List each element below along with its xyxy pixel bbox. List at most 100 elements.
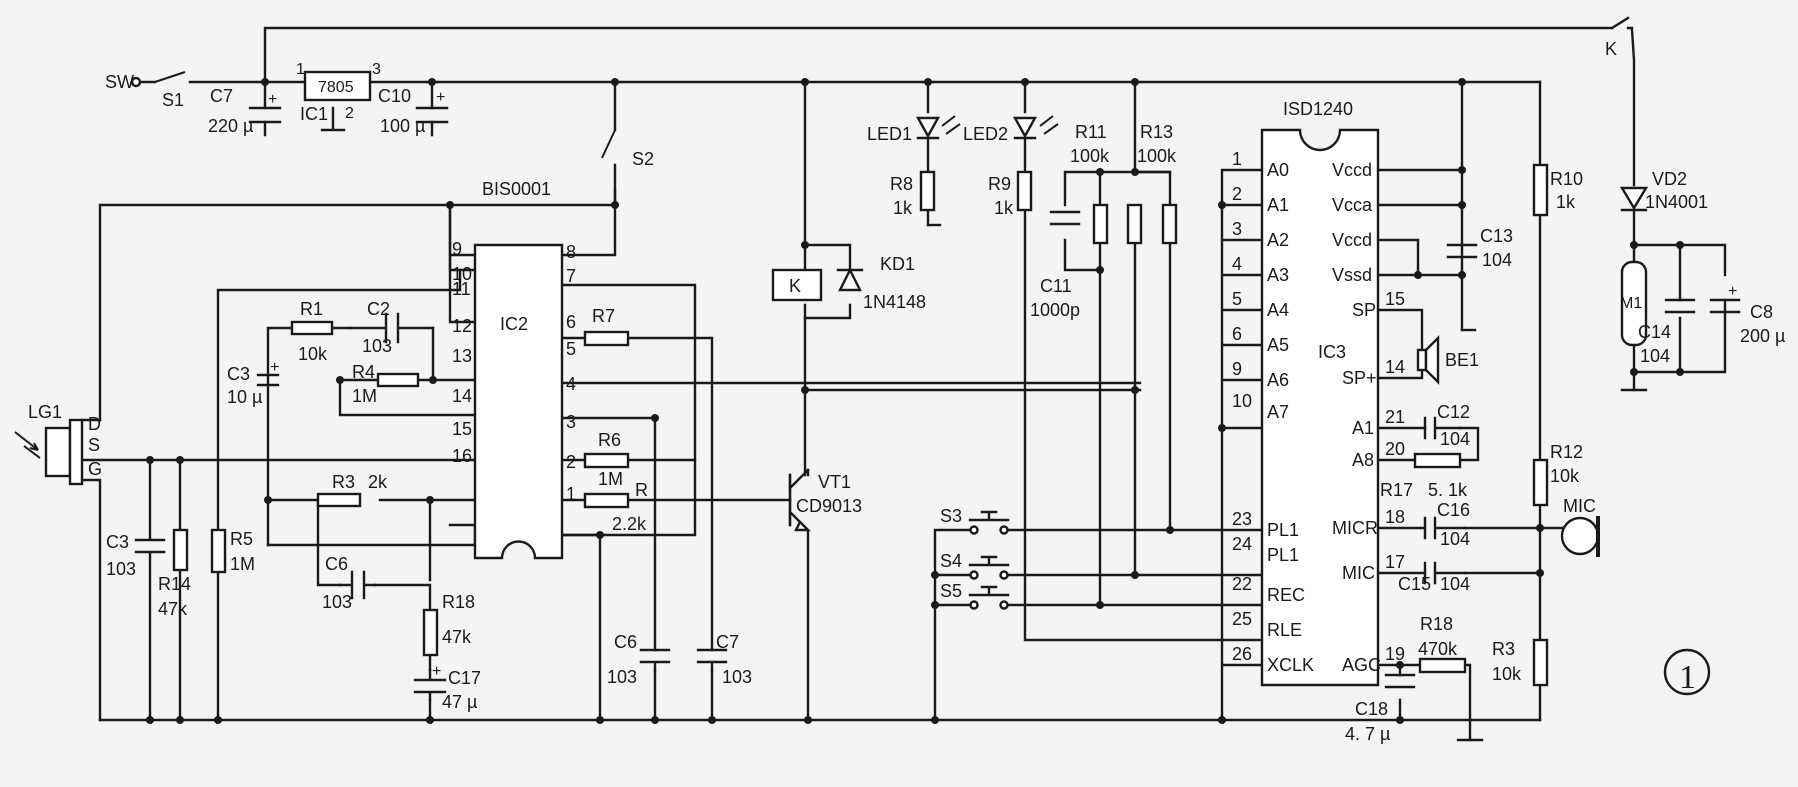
svg-text:+: +	[432, 663, 441, 680]
resistor-r3-left: R3 2k	[316, 472, 388, 508]
c3-bottom-label: C3	[106, 532, 129, 552]
c15-label: C15	[1398, 574, 1431, 594]
ic3-pin-num-25: 25	[1232, 609, 1252, 629]
vd2-label: VD2	[1652, 169, 1687, 189]
ic3-pin-num-1: 1	[1232, 149, 1242, 169]
ic3-pin-name-sp+: SP+	[1342, 368, 1377, 388]
capacitor-c11: C11 1000p	[1030, 210, 1081, 320]
led-led2: LED2	[963, 115, 1059, 144]
ic3-pin-num-14: 14	[1385, 357, 1405, 377]
ic3-pin-name-vccd: Vccd	[1332, 230, 1372, 250]
r18-left-label: R18	[442, 592, 475, 612]
ic3-pin-name-xclk: XCLK	[1267, 655, 1314, 675]
c2-label: C2	[367, 299, 390, 319]
vd2-value: 1N4001	[1645, 192, 1708, 212]
isd1240-label: ISD1240	[1283, 99, 1353, 119]
ic2-pin-7: 7	[566, 266, 576, 286]
ic3-pin-name-vcca: Vcca	[1332, 195, 1373, 215]
be1-label: BE1	[1445, 350, 1479, 370]
c12-value: 104	[1440, 429, 1470, 449]
r8-label: R8	[890, 174, 913, 194]
c7-mid-label: C7	[716, 632, 739, 652]
c6-left-label: C6	[325, 554, 348, 574]
sw-terminal: SW S1	[105, 71, 186, 110]
vt1-value: CD9013	[796, 496, 862, 516]
r1-value: 10k	[298, 344, 328, 364]
c7-mid-value: 103	[722, 667, 752, 687]
led-led1: LED1	[867, 115, 961, 144]
switch-s4: S4	[940, 551, 1010, 580]
capacitor-c6-left: C6 103	[322, 554, 377, 612]
c18-label: C18	[1355, 699, 1388, 719]
c16-value: 104	[1440, 529, 1470, 549]
c3-top-value: 10 µ	[227, 387, 262, 407]
r5-label: R5	[230, 529, 253, 549]
resistor-r10: R10 1k	[1532, 163, 1583, 217]
r11-label: R11	[1075, 122, 1107, 142]
r18-right-label: R18	[1420, 614, 1453, 634]
ic3-pin-name-sp: SP	[1352, 300, 1376, 320]
r8-value: 1k	[893, 198, 913, 218]
diode-kd1: KD1 1N4148	[836, 254, 926, 312]
ic2-pin-4: 4	[566, 374, 576, 394]
ic3-pin-name-pl1: PL1	[1267, 520, 1299, 540]
r9-label: R9	[988, 174, 1011, 194]
ic3-pin-name-vccd: Vccd	[1332, 160, 1372, 180]
capacitor-c10: + C10 100 µ	[378, 80, 449, 137]
r3-left-label: R3	[332, 472, 355, 492]
ic3-pin-num-2: 2	[1232, 184, 1242, 204]
sensor-lg1: LG1 D S G	[14, 402, 102, 486]
regulator-pin1: 1	[296, 61, 305, 78]
capacitor-c7-top: + C7 220 µ	[208, 80, 282, 137]
r14-label: R14	[158, 574, 191, 594]
ic2-pin-8: 8	[566, 242, 576, 262]
capacitor-c12: C12 104	[1423, 402, 1470, 449]
microphone-mic: MIC	[1560, 496, 1600, 557]
mic-label: MIC	[1563, 496, 1596, 516]
r9-value: 1k	[994, 198, 1014, 218]
ic3-pin-name-a5: A5	[1267, 335, 1289, 355]
ic3-pin-name-a0: A0	[1267, 160, 1289, 180]
ic3-pin-num-4: 4	[1232, 254, 1242, 274]
ic3-pin-num-17: 17	[1385, 552, 1405, 572]
resistor-r3-right: R3 10k	[1492, 638, 1549, 687]
ic3-chip: ISD1240 IC3 1A02A13A24A35A46A59A610A723P…	[1232, 99, 1405, 687]
ic3-pin-name-agc: AGC	[1342, 655, 1381, 675]
r18-right-value: 470k	[1418, 639, 1458, 659]
r-value: 2.2k	[612, 514, 647, 534]
ic2-pin-3: 3	[566, 412, 576, 432]
c14-value: 104	[1640, 346, 1670, 366]
speaker-be1: BE1	[1416, 335, 1479, 385]
bis-label: BIS0001	[482, 179, 551, 199]
ic3-label: IC3	[1318, 342, 1346, 362]
switch-s5: S5	[940, 581, 1010, 610]
ic3-pin-num-26: 26	[1232, 644, 1252, 664]
c7-top-value: 220 µ	[208, 116, 253, 136]
c17-value: 47 µ	[442, 692, 477, 712]
c14-label: C14	[1638, 322, 1671, 342]
transistor-vt1: VT1 CD9013	[788, 472, 862, 532]
ic3-pin-num-24: 24	[1232, 534, 1252, 554]
ic3-pin-num-19: 19	[1385, 644, 1405, 664]
ic3-right-pins: VccdVccaVccdVssdSP15SP+14A121A820MICR18M…	[1332, 160, 1405, 675]
c16-label: C16	[1437, 500, 1470, 520]
lg1-g-label: G	[88, 459, 102, 479]
r4-value: 1M	[352, 386, 377, 406]
ic2-pin-2: 2	[566, 452, 576, 472]
ic3-pin-name-a1: A1	[1267, 195, 1289, 215]
ic2-pin-10: 10	[452, 264, 472, 284]
capacitor-c18: C18 4. 7 µ	[1345, 673, 1416, 744]
r13-label: R13	[1140, 122, 1173, 142]
svg-text:+: +	[268, 91, 277, 108]
r11-value: 100k	[1070, 146, 1110, 166]
ic3-pin-name-a4: A4	[1267, 300, 1289, 320]
c17-label: C17	[448, 668, 481, 688]
svg-text:1: 1	[1679, 659, 1696, 696]
s4-label: S4	[940, 551, 962, 571]
r13-value: 100k	[1137, 146, 1177, 166]
ic3-pin-name-mic: MIC	[1342, 563, 1375, 583]
